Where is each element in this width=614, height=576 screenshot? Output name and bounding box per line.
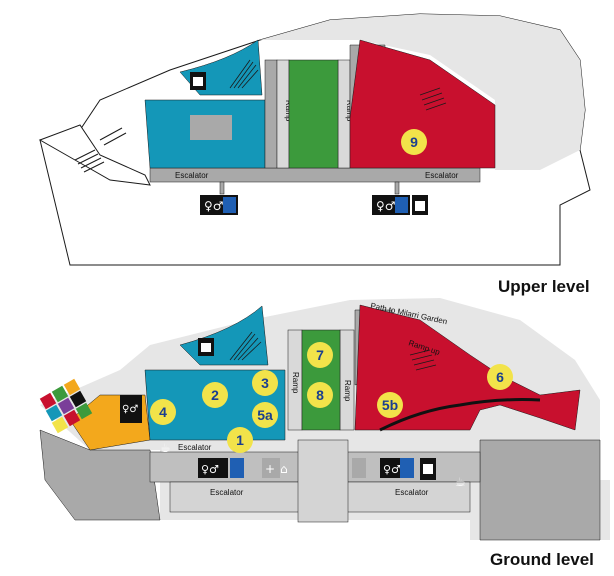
svg-text:♀♂: ♀♂: [376, 199, 396, 213]
cloakroom-icon: ⌂: [280, 462, 288, 476]
svg-text:♀♂: ♀♂: [122, 404, 138, 415]
ground-ramp-right-label: Ramp: [343, 380, 352, 402]
upper-green-gallery: [288, 59, 339, 169]
upper-grey-area: [260, 14, 585, 170]
ground-level-map: Ramp Ramp Path to Milarri Garden Ramp up…: [39, 298, 610, 569]
svg-text:9: 9: [410, 134, 418, 150]
ground-badge-5a: 5a: [252, 402, 278, 428]
svg-text:♀♂: ♀♂: [383, 463, 401, 476]
upper-escalator-left-label: Escalator: [175, 171, 209, 180]
svg-text:2: 2: [211, 387, 219, 403]
ground-crimson-stairs: [409, 349, 437, 371]
ground-ramp-left-label: Ramp: [291, 372, 300, 394]
svg-text:7: 7: [316, 347, 324, 363]
upper-level-title: Upper level: [498, 277, 590, 296]
svg-text:5a: 5a: [257, 407, 273, 423]
svg-text:♀♂: ♀♂: [201, 463, 219, 476]
svg-text:3: 3: [261, 375, 269, 391]
toilets-icon: [198, 458, 228, 478]
ground-escalator-left-label: Escalator: [178, 443, 212, 452]
ground-badge-7: 7: [307, 342, 333, 368]
ground-badge-1: 1: [227, 427, 253, 453]
ground-lift-lobby: [198, 338, 214, 356]
svg-text:4: 4: [159, 404, 167, 420]
upper-facilities-left: ♀♂: [200, 195, 238, 215]
ground-escalator-bottom-left-label: Escalator: [210, 488, 244, 497]
ground-escalator-bottom-right-label: Escalator: [395, 488, 429, 497]
svg-text:5b: 5b: [382, 397, 398, 413]
svg-text:♀♂: ♀♂: [204, 199, 224, 213]
upper-level-map: Ramp Ramp Escalator Escalator ♀♂ ♀♂: [38, 13, 591, 296]
ground-badge-6: 6: [487, 364, 513, 390]
accessible-icon: [230, 458, 244, 478]
ground-lobby-stairs: [229, 331, 262, 361]
upper-lift-lobby: [190, 72, 206, 90]
svg-text:8: 8: [316, 387, 324, 403]
upper-ramp-right-label: Ramp: [345, 100, 354, 122]
upper-ramp-left-label: Ramp: [284, 100, 293, 122]
svg-text:+: +: [265, 462, 275, 476]
accessible-icon: [223, 197, 236, 213]
ground-family-icon: ♀♂: [120, 395, 142, 423]
upper-escalator-right-label: Escalator: [425, 171, 459, 180]
cafe-icon: ☕: [455, 475, 466, 489]
upper-grey-block: [264, 59, 278, 169]
lockers-icon: [352, 458, 366, 478]
upper-crimson-gallery: [349, 39, 496, 169]
ground-grey-building-right: [479, 439, 601, 541]
ground-entrance: [297, 439, 349, 523]
svg-text:1: 1: [236, 432, 244, 448]
ground-crimson-wave: [379, 398, 541, 432]
upper-stem-right: [394, 181, 400, 195]
ground-badge-5b: 5b: [377, 392, 403, 418]
upper-badge-9: 9: [401, 129, 427, 155]
upper-facilities-right: ♀♂: [372, 195, 428, 215]
upper-stem-left: [219, 181, 225, 195]
ground-badge-2: 2: [202, 382, 228, 408]
cafe-icon: ☕: [160, 441, 171, 455]
ground-badge-3: 3: [252, 370, 278, 396]
svg-text:6: 6: [496, 369, 504, 385]
ground-facilities-right: ♀♂: [352, 458, 436, 480]
ground-badge-8: 8: [307, 382, 333, 408]
ground-badge-4: 4: [150, 399, 176, 425]
first-aid-icon: [262, 458, 280, 478]
upper-crimson-stairs: [419, 87, 447, 111]
ground-level-title: Ground level: [490, 550, 594, 569]
accessible-icon: [400, 458, 414, 478]
accessible-icon: [395, 197, 408, 213]
upper-stairs-left: [74, 127, 127, 173]
ground-facilities-left: ♀♂ + ⌂: [198, 458, 288, 478]
upper-lobby-stairs: [229, 59, 259, 89]
upper-blue-inner: [190, 115, 232, 140]
ground-color-tiles: [39, 378, 93, 434]
